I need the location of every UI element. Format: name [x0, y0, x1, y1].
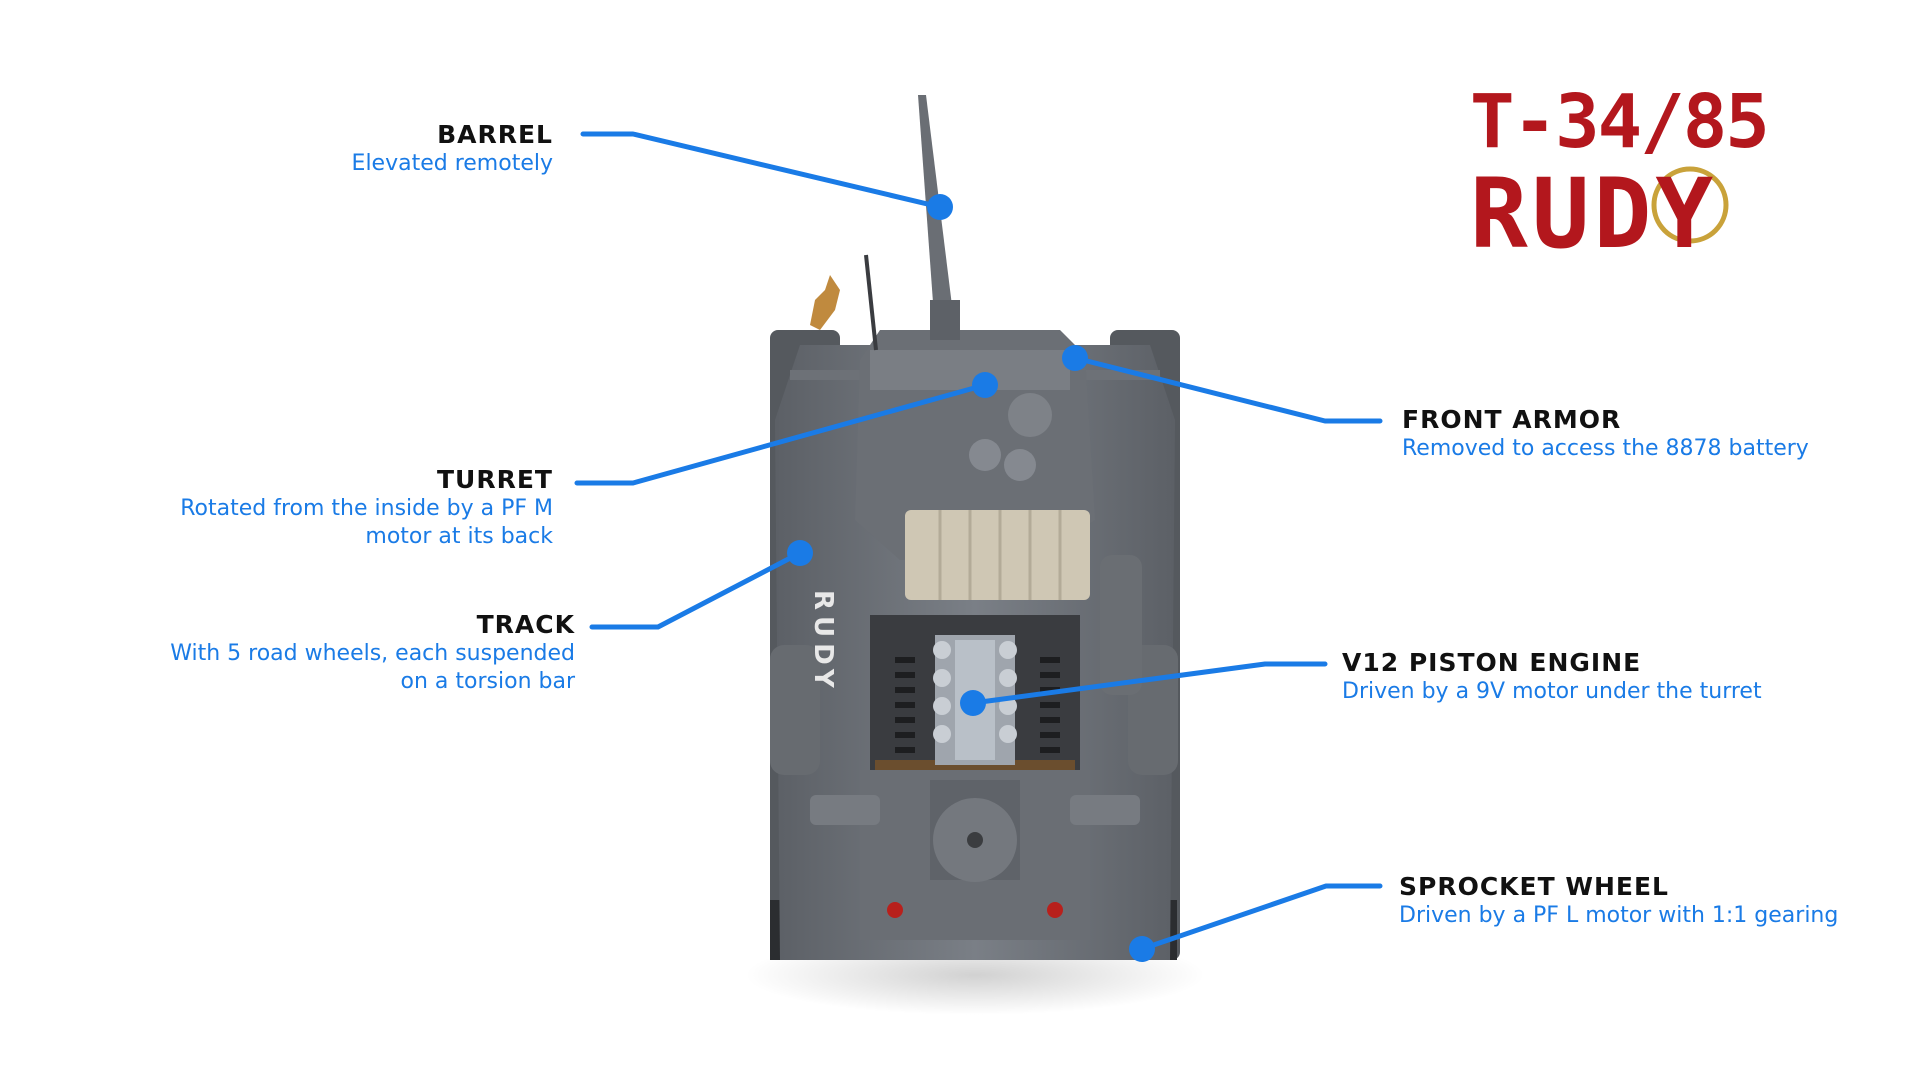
callout-desc: on a torsion bar	[400, 669, 575, 694]
callout-front-armor: FRONT ARMOR Removed to access the 8878 b…	[1402, 405, 1809, 463]
suspension-springs	[895, 657, 1060, 753]
callout-title: FRONT ARMOR	[1402, 405, 1622, 434]
callout-desc: Elevated remotely	[351, 151, 553, 176]
logo-line2: RUDY	[1470, 158, 1717, 255]
sprocket-leader	[1139, 883, 1383, 952]
barrel-dot	[927, 194, 953, 220]
front-armor-dot	[1062, 345, 1088, 371]
track-leader	[589, 550, 803, 630]
front-armor-leader	[1072, 355, 1383, 424]
callout-desc: Removed to access the 8878 battery	[1402, 436, 1809, 461]
callout-engine: V12 PISTON ENGINE Driven by a 9V motor u…	[1342, 648, 1762, 706]
callout-title: TRACK	[476, 610, 575, 639]
turret-leader	[574, 382, 988, 486]
antenna	[864, 254, 878, 351]
callout-title: V12 PISTON ENGINE	[1342, 648, 1642, 677]
left-taillight	[887, 902, 903, 918]
t34-rudy-logo: T-34/85 RUDY	[1470, 85, 1770, 255]
turret	[855, 330, 1095, 600]
left-fuel-tank	[770, 645, 820, 775]
turret-dot	[972, 372, 998, 398]
left-exhaust	[810, 795, 880, 825]
barrel-leader	[580, 131, 943, 210]
engine-leader	[970, 661, 1328, 706]
leader-dots	[787, 194, 1155, 962]
callout-desc: motor at its back	[365, 524, 553, 549]
callout-title: SPROCKET WHEEL	[1399, 872, 1669, 901]
right-exhaust	[1070, 795, 1140, 825]
engine-dot	[960, 690, 986, 716]
callout-turret: TURRET Rotated from the inside by a PF M…	[180, 465, 553, 551]
callout-desc: Driven by a 9V motor under the turret	[1342, 679, 1762, 704]
callout-barrel: BARREL Elevated remotely	[352, 120, 553, 178]
track-dot	[787, 540, 813, 566]
callout-track: TRACK With 5 road wheels, each suspended…	[170, 610, 575, 696]
canvas-roll	[905, 510, 1090, 600]
callout-desc: With 5 road wheels, each suspended	[170, 641, 575, 666]
callout-title: TURRET	[437, 465, 553, 494]
logo-line1: T-34/85	[1470, 85, 1768, 165]
sprocket-dot	[1129, 936, 1155, 962]
logo-emblem	[1651, 166, 1729, 244]
right-taillight	[1047, 902, 1063, 918]
callout-desc: Rotated from the inside by a PF M	[180, 496, 553, 521]
callout-title: BARREL	[437, 120, 553, 149]
dog-figure	[810, 275, 840, 330]
tank-marking-rudy: RUDY	[808, 590, 838, 694]
leader-lines	[574, 131, 1383, 952]
callout-desc: Driven by a PF L motor with 1:1 gearing	[1399, 903, 1839, 928]
right-fuel-tank-upper	[1100, 555, 1142, 695]
callout-sprocket: SPROCKET WHEEL Driven by a PF L motor wi…	[1399, 872, 1838, 930]
